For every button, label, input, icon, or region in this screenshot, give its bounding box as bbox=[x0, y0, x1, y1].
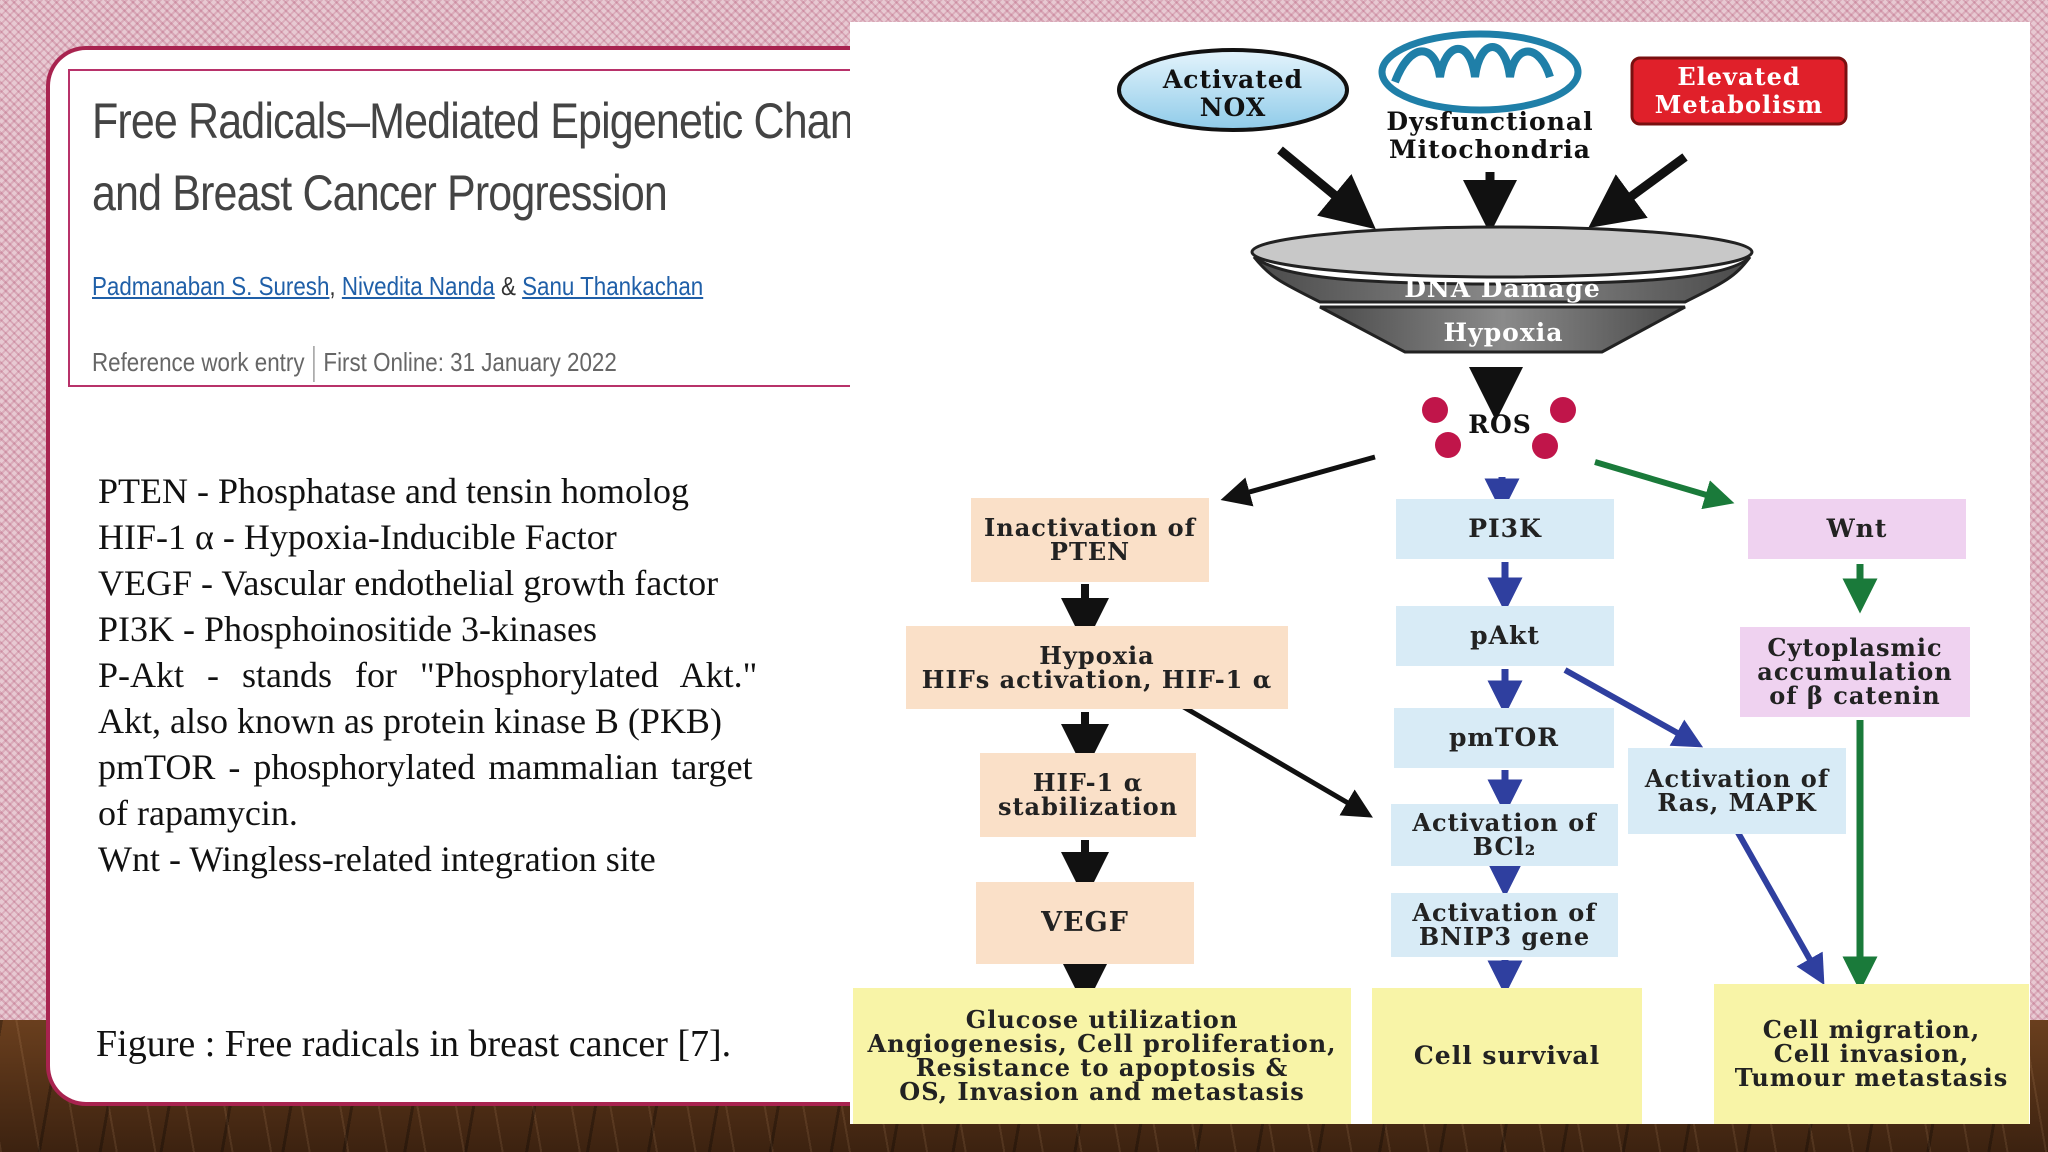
box-left-outcome: Glucose utilization Angiogenesis, Cell p… bbox=[853, 988, 1351, 1124]
box-line: Cytoplasmic bbox=[1767, 633, 1943, 662]
box-line: Activation of bbox=[1412, 898, 1597, 927]
mito-line: Dysfunctional bbox=[1386, 107, 1594, 136]
box-pakt: pAkt bbox=[1396, 606, 1614, 666]
box-line: Ras, MAPK bbox=[1657, 788, 1817, 817]
metab-line: Elevated bbox=[1677, 62, 1801, 91]
meta-divider bbox=[313, 346, 315, 382]
nox-line: Activated bbox=[1162, 65, 1304, 94]
box-line: Resistance to apoptosis & bbox=[915, 1053, 1289, 1082]
box-vegf: VEGF bbox=[976, 882, 1194, 964]
box-line: Glucose utilization bbox=[965, 1005, 1239, 1034]
box-line: OS, Invasion and metastasis bbox=[899, 1077, 1305, 1106]
ros-label: ROS bbox=[1468, 410, 1532, 439]
nox-label: Activated NOX bbox=[1133, 66, 1333, 122]
abbreviation-list: PTEN - Phosphatase and tensin homolog HI… bbox=[98, 468, 798, 882]
pathway-diagram: Activated NOX Dysfunctional Mitochondria… bbox=[850, 22, 2030, 1124]
mito-line: Mitochondria bbox=[1389, 135, 1591, 164]
author-link[interactable]: Sanu Thankachan bbox=[522, 271, 704, 301]
abbreviation-item: Akt, also known as protein kinase B (PKB… bbox=[98, 701, 722, 741]
ros-dot bbox=[1532, 433, 1558, 459]
box-line: PTEN bbox=[1049, 537, 1131, 566]
nox-line: NOX bbox=[1199, 93, 1267, 122]
ros-dot bbox=[1435, 432, 1461, 458]
nox-ellipse bbox=[1117, 48, 1349, 132]
box-line: Cell invasion, bbox=[1773, 1039, 1970, 1068]
author-separator: & bbox=[500, 271, 516, 301]
metabolism-box bbox=[1630, 56, 1848, 126]
ras-outcome-arrow bbox=[1729, 820, 1825, 986]
figure-caption: Figure : Free radicals in breast cancer … bbox=[96, 1023, 732, 1065]
box-pmtor: pmTOR bbox=[1394, 708, 1614, 768]
box-catenin: Cytoplasmic accumulation of β catenin bbox=[1740, 627, 1970, 717]
paper-meta: Reference work entry First Online: 31 Jan… bbox=[92, 346, 617, 382]
first-online: First Online: 31 January 2022 bbox=[323, 346, 617, 377]
abbreviation-item: PI3K - Phosphoinositide 3-kinases bbox=[98, 609, 597, 649]
box-line: Cell migration, bbox=[1762, 1015, 1981, 1044]
box-line: Activation of bbox=[1644, 764, 1830, 793]
box-line: BNIP3 gene bbox=[1418, 922, 1591, 951]
nox-arrow bbox=[1277, 146, 1376, 230]
box-line: HIFs activation, HIF-1 α bbox=[921, 664, 1273, 694]
ros-pten-arrow bbox=[1220, 454, 1376, 507]
box-line: HIF-1 α bbox=[1032, 768, 1144, 797]
entry-type: Reference work entry bbox=[92, 346, 305, 377]
metab-arrow bbox=[1588, 153, 1688, 228]
hypoxia-label: Hypoxia bbox=[1443, 318, 1564, 347]
author-link[interactable]: Padmanaban S. Suresh bbox=[92, 271, 330, 301]
mito-label: Dysfunctional Mitochondria bbox=[1370, 108, 1610, 164]
hifs-bcl-arrow bbox=[1156, 689, 1373, 818]
abbreviation-item: P-Akt - stands for "Phosphorylated Akt." bbox=[98, 655, 758, 695]
author-separator: , bbox=[329, 271, 336, 301]
box-line: Hypoxia bbox=[1039, 640, 1155, 670]
pakt-ras-arrow bbox=[1563, 667, 1704, 748]
abbreviation-item: pmTOR - phosphorylated mammalian target bbox=[98, 747, 753, 787]
metabolism-label: Elevated Metabolism bbox=[1632, 63, 1846, 119]
box-line: Tumour metastasis bbox=[1734, 1063, 2009, 1092]
ros-dot bbox=[1550, 397, 1576, 423]
abbreviation-item: Wnt - Wingless-related integration site bbox=[98, 839, 656, 879]
box-line: Angiogenesis, Cell proliferation, bbox=[867, 1029, 1337, 1058]
box-pi3k: PI3K bbox=[1396, 499, 1614, 559]
author-link[interactable]: Nivedita Nanda bbox=[341, 271, 495, 301]
paper-title: Free Radicals–Mediated Epigenetic Change… bbox=[92, 93, 921, 221]
abbreviation-item: PTEN - Phosphatase and tensin homolog bbox=[98, 471, 689, 511]
abbreviation-item: VEGF - Vascular endothelial growth facto… bbox=[98, 563, 719, 603]
box-cell-survival: Cell survival bbox=[1372, 988, 1642, 1124]
ros-wnt-arrow bbox=[1594, 459, 1735, 510]
box-line: of β catenin bbox=[1769, 681, 1941, 710]
abbreviation-item: HIF-1 α - Hypoxia-Inducible Factor bbox=[98, 517, 617, 557]
box-line: stabilization bbox=[997, 792, 1179, 821]
box-line: Activation of bbox=[1412, 808, 1597, 837]
paper-authors: Padmanaban S. Suresh, Nivedita Nanda & S… bbox=[92, 271, 703, 302]
dna-damage-label: DNA Damage bbox=[1404, 274, 1601, 303]
mitochondria-icon bbox=[1378, 30, 1582, 114]
wall bbox=[0, 0, 2048, 20]
box-line: Inactivation of bbox=[984, 513, 1196, 542]
diagram-shapes bbox=[1061, 30, 1878, 1008]
abbreviation-item: of rapamycin. bbox=[98, 793, 298, 833]
ros-dot bbox=[1422, 397, 1448, 423]
metab-line: Metabolism bbox=[1654, 90, 1824, 119]
box-line: BCl₂ bbox=[1472, 832, 1537, 861]
funnel bbox=[1250, 225, 1754, 354]
box-line: accumulation bbox=[1757, 657, 1953, 686]
box-right-outcome: Cell migration, Cell invasion, Tumour me… bbox=[1714, 984, 2029, 1124]
box-wnt: Wnt bbox=[1748, 499, 1966, 559]
